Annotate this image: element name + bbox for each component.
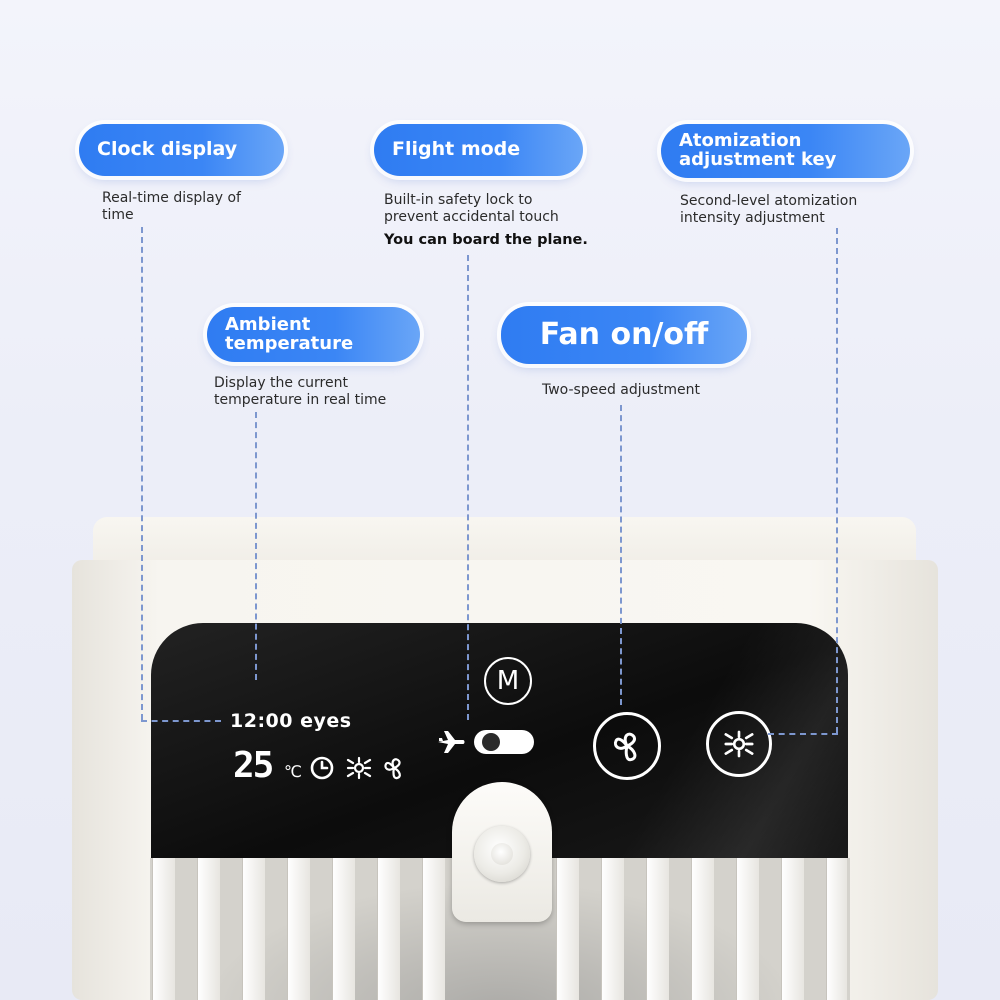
grill-slat: [287, 858, 310, 1000]
grill-slat: [242, 858, 265, 1000]
clock-display-label: Clock display: [79, 124, 284, 176]
grill-slat: [197, 858, 220, 1000]
atomization-desc-line2: intensity adjustment: [680, 210, 825, 226]
mode-m-icon: M: [496, 666, 520, 696]
grill-slat: [646, 858, 669, 1000]
clock-desc-line2: time: [102, 207, 134, 223]
fan-description: Two-speed adjustment: [542, 382, 700, 399]
fan-button-icon: [614, 732, 637, 762]
atomization-desc-line1: Second-level atomization: [680, 193, 858, 209]
ambient-description: Display the current temperature in real …: [214, 375, 386, 409]
ambient-desc-line1: Display the current: [214, 375, 348, 391]
flight-mode-label: Flight mode: [374, 124, 583, 176]
ambient-title-line1: Ambient: [225, 313, 311, 335]
grill-slat: [556, 858, 579, 1000]
grill-slat: [377, 858, 400, 1000]
clock-leader-vertical: [141, 227, 143, 720]
clock-display-title: Clock display: [97, 138, 238, 161]
ambient-desc-line2: temperature in real time: [214, 392, 387, 408]
atomization-description: Second-level atomization intensity adjus…: [680, 193, 857, 227]
atomization-title-line1: Atomization: [679, 130, 802, 152]
clock-readout: 12:00 eyes: [230, 710, 352, 732]
ambient-title-line2: temperature: [225, 332, 354, 354]
knob-center: [491, 843, 513, 865]
fan-desc-line1: Two-speed adjustment: [542, 382, 700, 398]
atomization-title-line2: adjustment key: [679, 149, 837, 170]
ambient-temperature-label: Ambient temperature: [207, 307, 420, 362]
atomization-button[interactable]: [706, 711, 772, 777]
grill-slat: [152, 858, 175, 1000]
flight-desc-line1: Built-in safety lock to: [384, 192, 533, 208]
atomization-button-icon: [724, 730, 754, 758]
fan-leader: [620, 405, 622, 705]
temperature-unit: ℃: [284, 762, 302, 781]
grill-slat: [601, 858, 624, 1000]
flight-leader: [467, 255, 469, 720]
clock-icon: [310, 756, 334, 780]
atomization-key-label: Atomization adjustment key: [661, 124, 910, 178]
grill-slat: [826, 858, 847, 1000]
clock-desc-line1: Real-time display of: [102, 190, 241, 206]
mode-button[interactable]: M: [484, 657, 532, 705]
fan-icon: [384, 758, 401, 780]
fan-onoff-label: Fan on/off: [501, 306, 747, 364]
panel-gloss: [531, 623, 848, 859]
toggle-knob: [482, 733, 500, 751]
ambient-leader: [255, 412, 257, 680]
flight-description: Built-in safety lock to prevent accident…: [384, 192, 588, 249]
atomization-leader-horizontal: [768, 733, 838, 735]
temperature-readout: 25: [233, 745, 274, 786]
atomization-leader-vertical: [836, 228, 838, 733]
grill-slat: [736, 858, 759, 1000]
clock-description: Real-time display of time: [102, 190, 241, 224]
flight-desc-line2: prevent accidental touch: [384, 209, 559, 225]
flight-note: You can board the plane.: [384, 232, 588, 248]
grill-slat: [781, 858, 804, 1000]
snowflake-icon: [346, 756, 372, 780]
airplane-icon: [438, 731, 465, 753]
fan-button[interactable]: [593, 712, 661, 780]
flight-mode-title: Flight mode: [392, 138, 521, 161]
clock-leader-horizontal: [141, 720, 221, 722]
fan-onoff-title: Fan on/off: [539, 317, 709, 353]
grill-slat: [332, 858, 355, 1000]
grill-slat: [691, 858, 714, 1000]
grill-slat: [422, 858, 445, 1000]
